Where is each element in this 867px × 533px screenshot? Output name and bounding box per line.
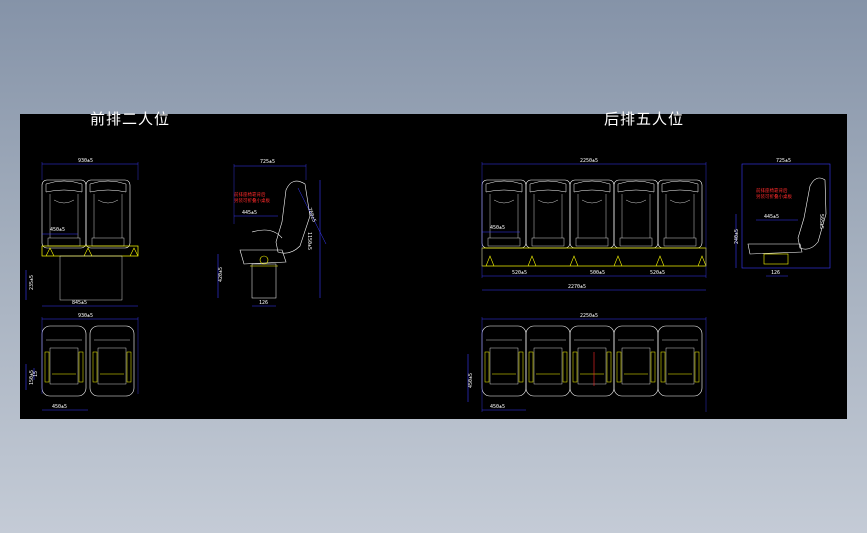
drawing-svg: 930±5 450±5 235±5 845±5 930±5 150±5 15 4…: [25, 158, 831, 412]
dim-front-plan-leg: 450±5: [52, 404, 67, 410]
dim-front-width: 930±5: [78, 158, 93, 164]
dim-front-leg: 845±5: [72, 300, 87, 306]
front-row-title: 前排二人位: [90, 110, 171, 128]
dim-rear-side-arm: 445±5: [764, 214, 779, 220]
dim-side-height: 1150±5: [306, 232, 312, 250]
front-elevation-view: 930±5 450±5 235±5 845±5: [25, 158, 139, 307]
rear-row-title: 后排五人位: [604, 110, 685, 128]
front-plan-view: 930±5 150±5 15 450±5: [25, 313, 139, 411]
dim-rear-side-top: 725±5: [776, 158, 791, 164]
dim-side-seat-h: 420±5: [218, 267, 224, 282]
dim-rear-seg3: 520±5: [650, 270, 665, 276]
dim-front-ground: 235±5: [29, 275, 35, 290]
dim-rear-total: 2270±5: [568, 284, 586, 290]
front-note-2: 另装可折叠小桌板: [234, 197, 270, 204]
dim-side-top: 725±5: [260, 159, 275, 165]
dim-rear-seg1: 520±5: [512, 270, 527, 276]
dim-rear-plan-depth: 450±5: [468, 373, 474, 388]
rear-note-1: 前排座椅靠背后: [756, 187, 788, 194]
dim-rear-side-back: 565±5: [818, 214, 824, 229]
dim-rear-plan-leg: 450±5: [490, 404, 505, 410]
dim-side-back: 760±5: [306, 207, 317, 223]
dim-front-top-width: 930±5: [78, 313, 93, 319]
dim-rear-seat: 450±5: [490, 225, 505, 231]
rear-plan-view: 2250±5 450±5 450±5: [467, 313, 707, 412]
dim-rear-width: 2250±5: [580, 158, 598, 164]
dim-front-plan-depth1: 150±5: [29, 370, 35, 385]
cad-drawing-canvas[interactable]: 前排二人位 后排五人位: [20, 110, 847, 419]
rear-note-2: 另装可折叠小桌板: [756, 193, 792, 200]
dim-side-base: 126: [259, 300, 268, 306]
dim-rear-side-base: 126: [771, 270, 780, 276]
front-side-view: 725±5 前排座椅靠背后 另装可折叠小桌板 445±5 1150±5 760±…: [217, 159, 327, 307]
dim-side-arm: 445±5: [242, 210, 257, 216]
dim-rear-top-width: 2250±5: [580, 313, 598, 319]
rear-elevation-view: 2250±5 450±5 520±5 500±5 520±5 2270±5: [481, 158, 707, 291]
dim-front-plan-depth2: 15: [33, 371, 39, 377]
dim-rear-seg2: 500±5: [590, 270, 605, 276]
front-note-1: 前排座椅靠背后: [234, 191, 266, 198]
rear-side-view: 725±5 前排座椅靠背后 另装可折叠小桌板 445±5 240±5 565±5…: [734, 158, 831, 277]
dim-rear-side-height: 240±5: [734, 229, 740, 244]
dim-front-seat: 450±5: [50, 227, 65, 233]
